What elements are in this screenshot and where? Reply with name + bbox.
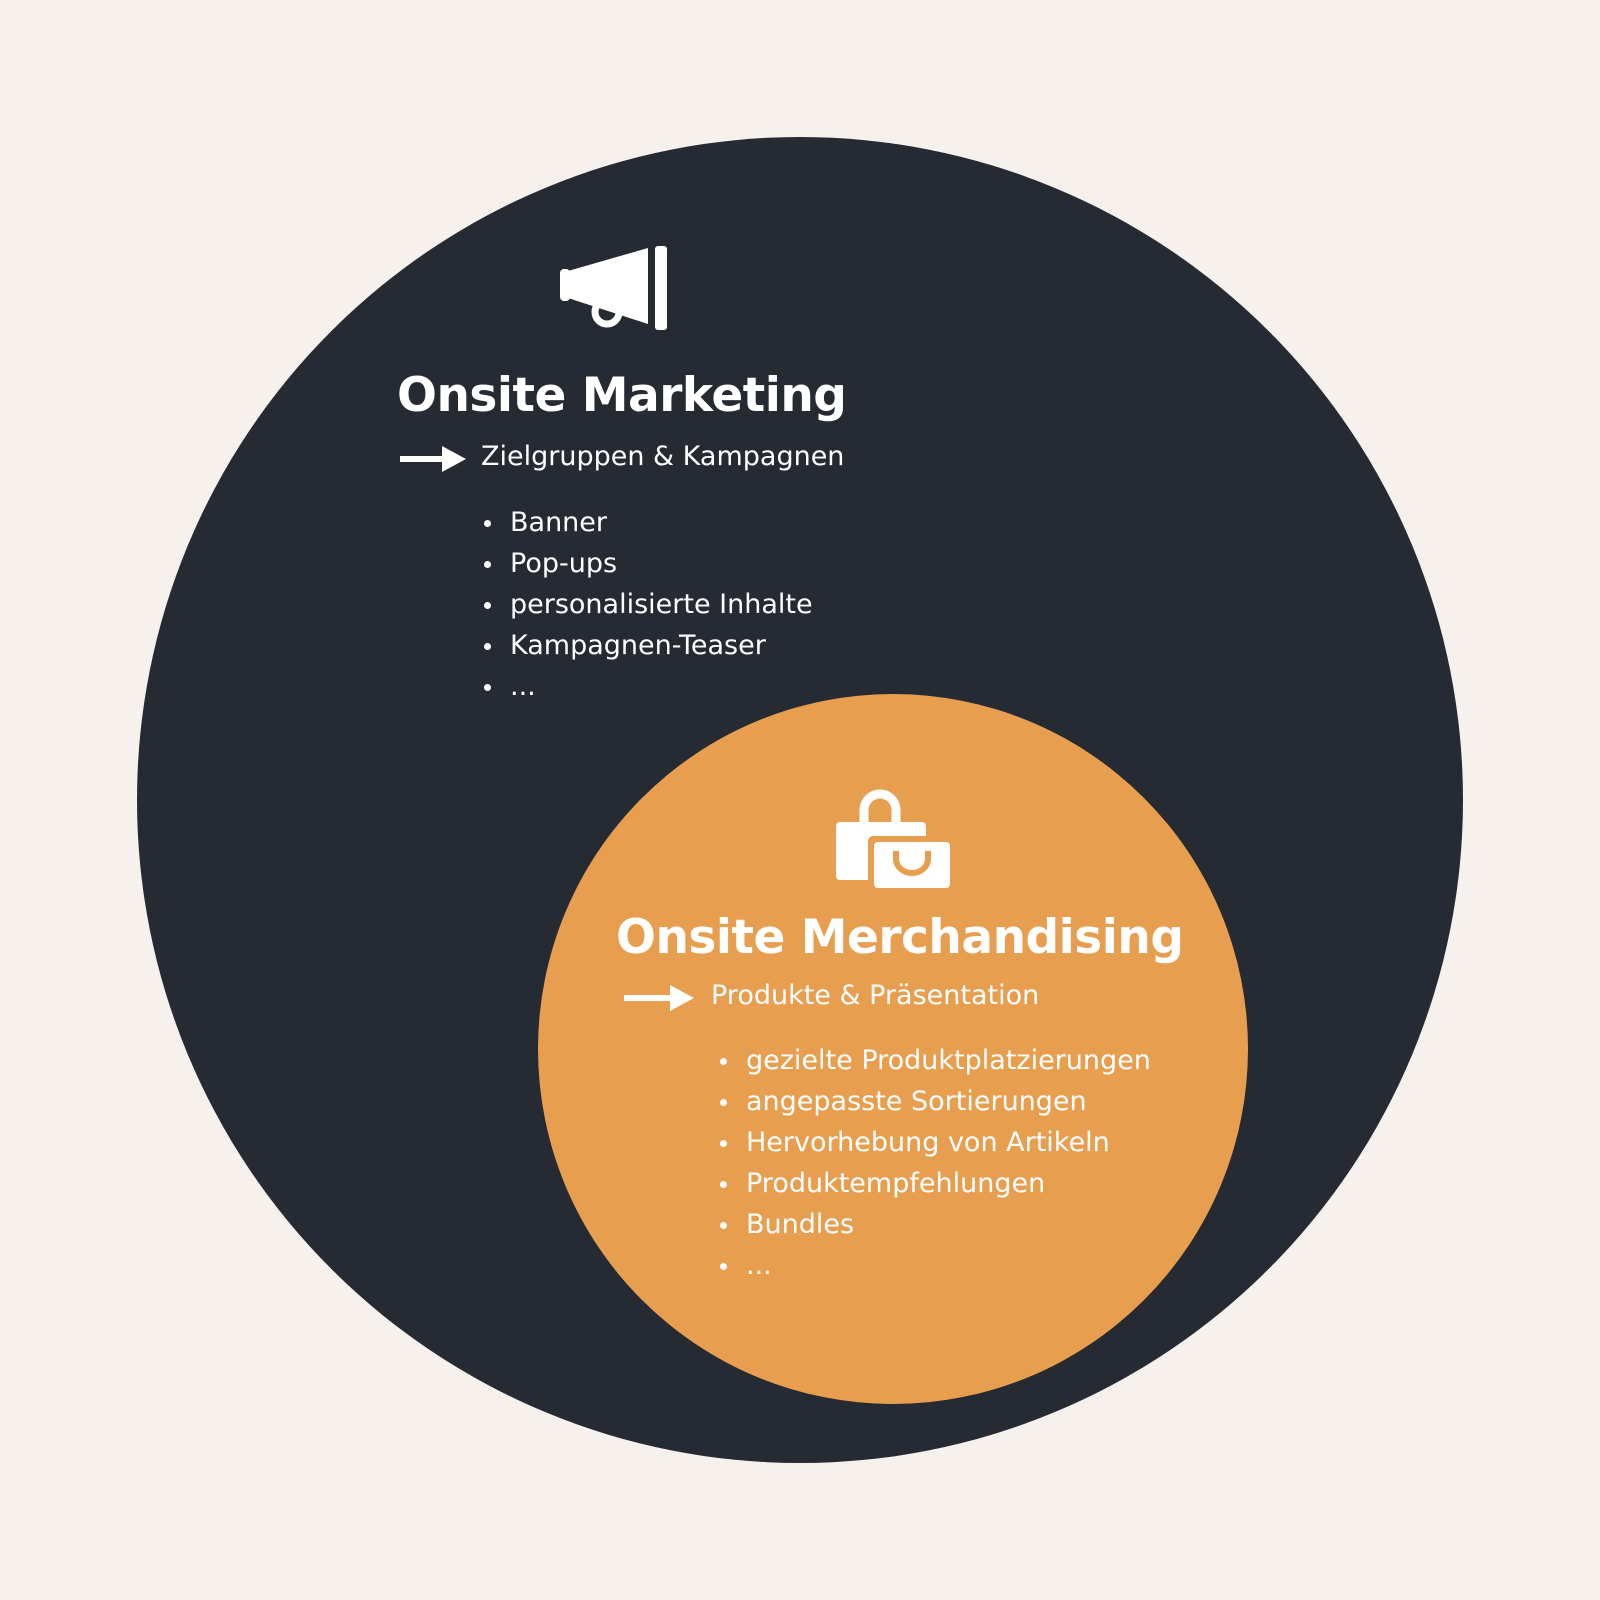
- shopping-bags-icon: [836, 789, 952, 890]
- marketing-title: Onsite Marketing: [397, 368, 847, 423]
- megaphone-icon: [560, 246, 667, 330]
- list-item: Kampagnen-Teaser: [484, 625, 813, 666]
- list-item: Bundles: [720, 1204, 1151, 1245]
- list-item: angepasste Sortierungen: [720, 1081, 1151, 1122]
- merchandising-subtitle: Produkte & Präsentation: [711, 980, 1040, 1011]
- arrow-right-icon: [400, 446, 466, 472]
- list-item: personalisierte Inhalte: [484, 584, 813, 625]
- list-item: Banner: [484, 502, 813, 543]
- merchandising-list: gezielte Produktplatzierungen angepasste…: [720, 1040, 1151, 1286]
- marketing-list: Banner Pop-ups personalisierte Inhalte K…: [484, 502, 813, 707]
- list-item: ...: [484, 666, 813, 707]
- list-item: ...: [720, 1245, 1151, 1286]
- list-item: Produktempfehlungen: [720, 1163, 1151, 1204]
- list-item: Hervorhebung von Artikeln: [720, 1122, 1151, 1163]
- list-item: gezielte Produktplatzierungen: [720, 1040, 1151, 1081]
- merchandising-title: Onsite Merchandising: [616, 910, 1184, 965]
- list-item: Pop-ups: [484, 543, 813, 584]
- arrow-right-icon: [624, 985, 694, 1011]
- marketing-subtitle: Zielgruppen & Kampagnen: [481, 441, 845, 472]
